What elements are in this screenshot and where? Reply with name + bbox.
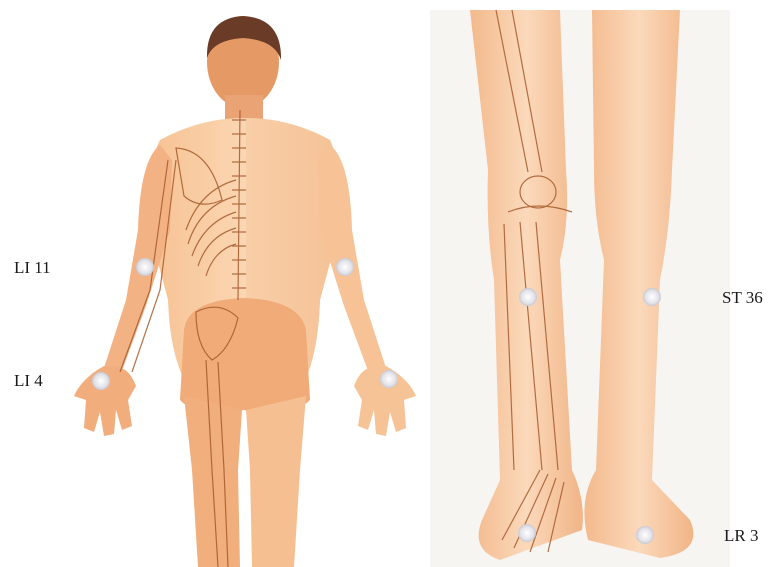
posterior-body-figure [74, 16, 416, 567]
acupoint-lr3-right [636, 526, 654, 544]
acupoint-li4-right [380, 370, 398, 388]
acupoint-st36-right [643, 288, 661, 306]
hips [180, 298, 310, 413]
acupoint-li11-right [336, 258, 354, 276]
acupoint-st36-left [519, 288, 537, 306]
leg-panel-bg [430, 10, 730, 567]
label-lr3: LR 3 [724, 526, 758, 546]
acupoint-lr3-left [518, 524, 536, 542]
right-leg [246, 396, 306, 567]
acupoint-li11-left [136, 258, 154, 276]
label-li11: LI 11 [14, 258, 51, 278]
label-st36: ST 36 [722, 288, 763, 308]
acupoint-li4-left [92, 372, 110, 390]
label-li4: LI 4 [14, 371, 43, 391]
